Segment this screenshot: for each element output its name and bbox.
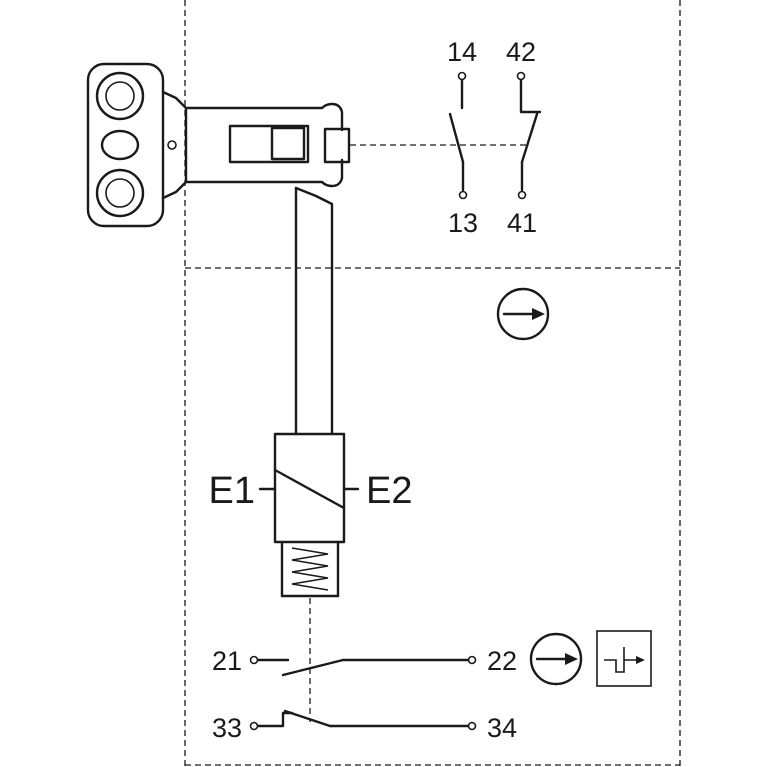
step-pulse-arrow-icon (596, 630, 652, 687)
actuator-head (86, 62, 188, 228)
enclosure-frame (184, 0, 681, 767)
contact-41-42 (516, 71, 542, 200)
spindle (294, 186, 334, 436)
terminal-13-label: 13 (448, 208, 478, 238)
coil-terminal-e2-label: E2 (366, 470, 412, 512)
circle-arrow-right-icon (529, 632, 583, 686)
terminal-21-label: 21 (212, 646, 242, 676)
terminal-34-label: 34 (487, 713, 517, 743)
solenoid-coil (258, 432, 360, 544)
terminal-33-label: 33 (212, 713, 242, 743)
actuator-plunger (184, 102, 351, 188)
return-spring (280, 540, 340, 598)
terminal-41-label: 41 (507, 208, 537, 238)
switch-33-34 (249, 709, 477, 731)
circle-arrow-right-icon (496, 287, 550, 341)
terminal-22-label: 22 (487, 646, 517, 676)
terminal-42-label: 42 (506, 37, 536, 67)
switch-21-22 (249, 655, 477, 677)
terminal-14-label: 14 (447, 37, 477, 67)
coil-terminal-e1-label: E1 (209, 470, 255, 512)
contact-13-14 (448, 71, 468, 200)
